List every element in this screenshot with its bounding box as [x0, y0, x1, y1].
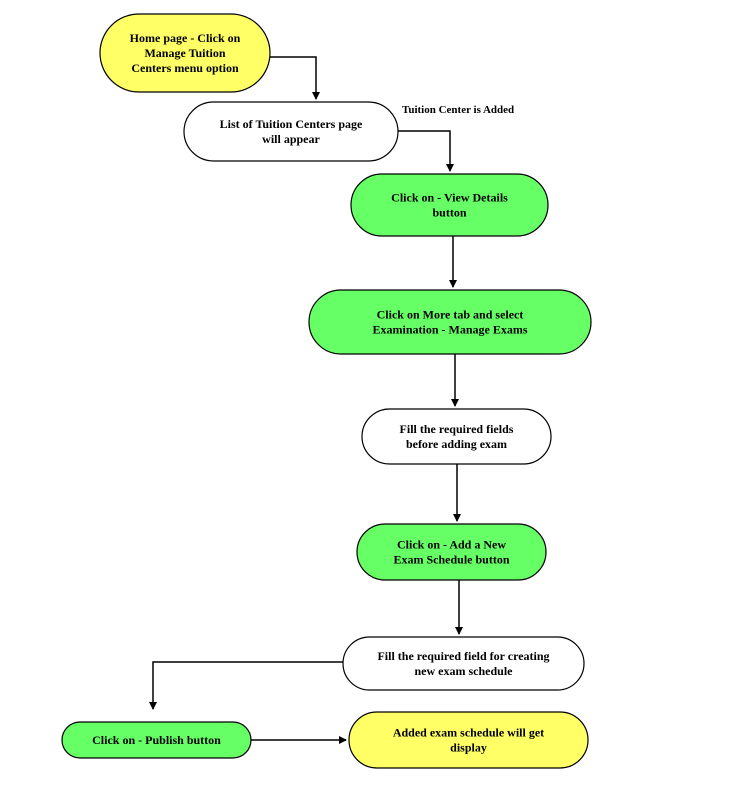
connectors — [149, 56, 463, 744]
node-publish-label: Click on - Publish button — [92, 733, 221, 747]
node-list-line-2: will appear — [262, 132, 320, 146]
arrow-fill2-to-publish — [149, 661, 343, 710]
node-more-line-1: Click on More tab and select — [377, 308, 524, 322]
node-fill2-shape — [342, 636, 585, 691]
node-home-line-1: Home page - Click on — [130, 31, 241, 45]
node-add-line-2: Exam Schedule button — [393, 553, 509, 567]
node-list-shape — [183, 101, 399, 162]
node-publish: Click on - Publish button — [61, 721, 252, 759]
node-home-line-3: Centers menu option — [131, 61, 239, 75]
node-fill2-line-1: Fill the required field for creating — [377, 649, 549, 663]
node-home-line-2: Manage Tuition — [144, 46, 225, 60]
node-done-line-2: display — [450, 741, 487, 755]
node-view-shape — [350, 173, 549, 237]
node-done-shape — [348, 711, 589, 769]
node-publish-shape — [61, 721, 252, 759]
node-publish-line-1: Click on - Publish button — [92, 733, 221, 747]
node-view-line-1: Click on - View Details — [391, 191, 508, 205]
node-fill1-line-1: Fill the required fields — [400, 422, 514, 436]
node-add-line-1: Click on - Add a New — [397, 538, 506, 552]
node-done-line-1: Added exam schedule will get — [393, 726, 544, 740]
node-home-shape — [99, 13, 271, 93]
node-view-line-2: button — [432, 206, 466, 220]
node-more-line-2: Examination - Manage Exams — [372, 323, 527, 337]
node-fill2-line-2: new exam schedule — [415, 664, 514, 678]
node-fill1-shape — [361, 408, 552, 465]
arrow-list-to-view — [398, 130, 454, 172]
edge-label-tuition-center-added: Tuition Center is Added — [402, 104, 514, 116]
node-more-shape — [308, 289, 592, 355]
node-fill1-line-2: before adding exam — [406, 437, 507, 451]
node-list-line-1: List of Tuition Centers page — [220, 117, 363, 131]
node-add-shape — [356, 523, 547, 581]
arrow-home-to-list — [270, 56, 320, 100]
